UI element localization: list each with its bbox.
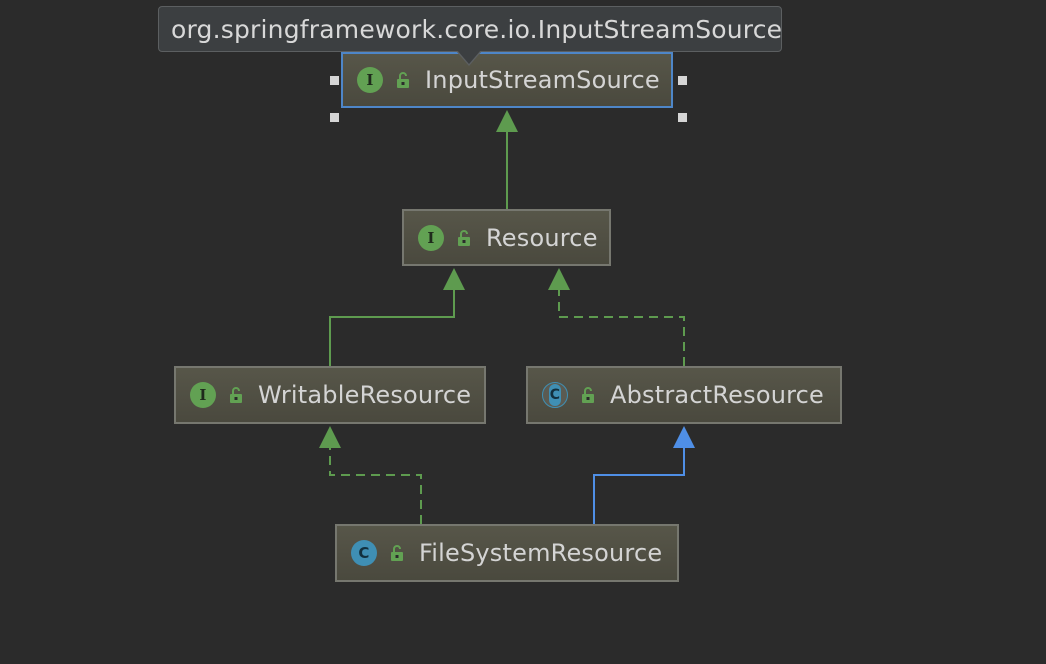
edge-filesystemresource-to-writableresource[interactable]	[319, 426, 422, 524]
public-visibility-icon	[395, 71, 411, 89]
interface-icon: I	[357, 67, 383, 93]
selection-handle[interactable]	[330, 113, 339, 122]
abstract-class-icon: C	[542, 382, 568, 408]
interface-icon: I	[418, 224, 444, 251]
edge-resource-to-inputstreamsource[interactable]	[496, 110, 518, 209]
public-visibility-icon	[228, 386, 244, 404]
node-filesystemresource[interactable]: C FileSystemResource	[335, 524, 679, 582]
node-label: AbstractResource	[610, 381, 825, 409]
node-inputstreamsource[interactable]: I InputStreamSource	[341, 52, 673, 108]
qualified-name-tooltip: org.springframework.core.io.InputStreamS…	[158, 6, 782, 52]
node-writableresource[interactable]: I WritableResource	[174, 366, 486, 424]
node-label: InputStreamSource	[425, 66, 660, 94]
public-visibility-icon	[580, 386, 596, 404]
node-abstractresource[interactable]: C AbstractResource	[526, 366, 842, 424]
edge-writableresource-to-resource[interactable]	[329, 268, 465, 366]
public-visibility-icon	[389, 544, 405, 562]
tooltip-arrow	[457, 50, 481, 64]
selection-handle[interactable]	[678, 113, 687, 122]
public-visibility-icon	[456, 229, 472, 247]
edge-abstractresource-to-resource[interactable]	[548, 268, 685, 366]
class-icon: C	[351, 540, 377, 566]
selection-handle[interactable]	[330, 76, 339, 85]
selection-handle[interactable]	[678, 76, 687, 85]
node-resource[interactable]: I Resource	[402, 209, 611, 266]
edge-filesystemresource-to-abstractresource[interactable]	[593, 426, 695, 524]
node-label: WritableResource	[258, 381, 472, 409]
node-label: FileSystemResource	[419, 539, 663, 567]
node-label: Resource	[486, 223, 598, 252]
tooltip-text: org.springframework.core.io.InputStreamS…	[171, 14, 783, 44]
interface-icon: I	[190, 382, 216, 408]
